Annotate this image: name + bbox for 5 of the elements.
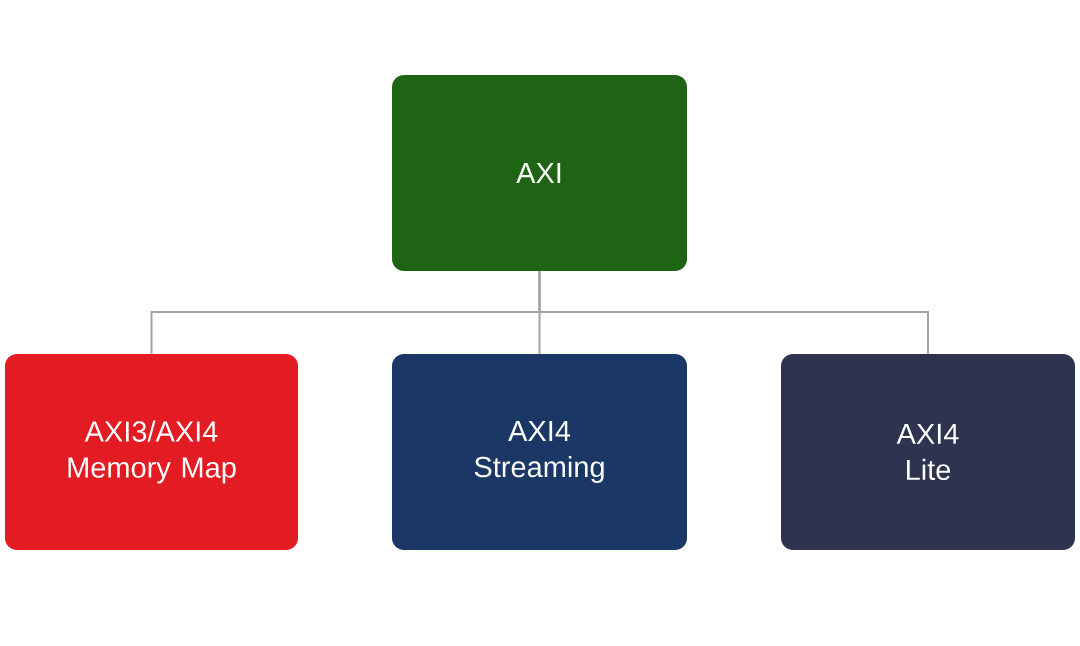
process-box: AXI4 Streaming [392,354,687,550]
connector-line [538,270,929,355]
process-box: AXI4 Lite [781,354,1075,550]
process-box: AXI [392,75,687,271]
process-box: AXI3/AXI4 Memory Map [5,354,298,550]
